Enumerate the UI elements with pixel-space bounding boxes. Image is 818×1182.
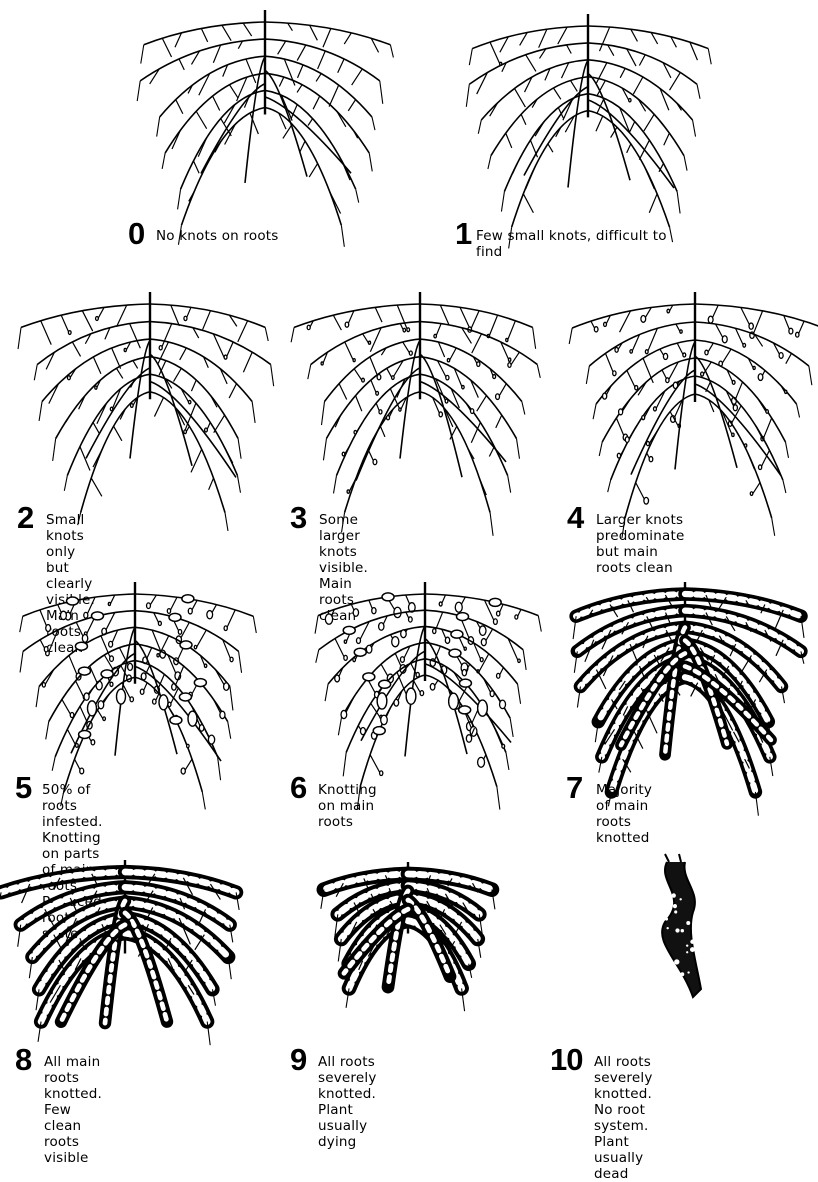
gall-speckle: [675, 928, 679, 932]
score-description-10: All roots severely knotted. No root syst…: [594, 1054, 653, 1182]
gall-speckle: [686, 951, 688, 953]
gall-speckle: [665, 975, 670, 980]
gall-speckle: [664, 898, 666, 900]
gall-speckle: [665, 909, 668, 912]
gall-speckle: [674, 910, 677, 913]
gall-speckle: [686, 944, 688, 946]
gall-speckle: [681, 929, 684, 932]
gall-speckle: [680, 972, 684, 976]
gall-speckle: [666, 927, 668, 929]
root-system-illustration-10: [0, 0, 818, 1113]
root-drawing: [662, 854, 701, 997]
root-gall-rating-chart: 0 No knots on roots 1 Few small knots, d…: [0, 0, 818, 1113]
gall-speckle: [693, 881, 696, 884]
gall-speckle: [673, 904, 677, 908]
gall-speckle: [671, 893, 675, 897]
gall-speckle: [692, 870, 697, 875]
score-number-10: 10: [550, 1044, 582, 1075]
gall-speckle: [679, 898, 681, 900]
gall-speckle: [686, 921, 690, 925]
gall-speckle: [674, 959, 679, 964]
gall-speckle: [687, 971, 689, 973]
gall-speckle: [690, 940, 694, 944]
gall-speckle: [690, 947, 695, 952]
gall-speckle: [665, 917, 668, 920]
